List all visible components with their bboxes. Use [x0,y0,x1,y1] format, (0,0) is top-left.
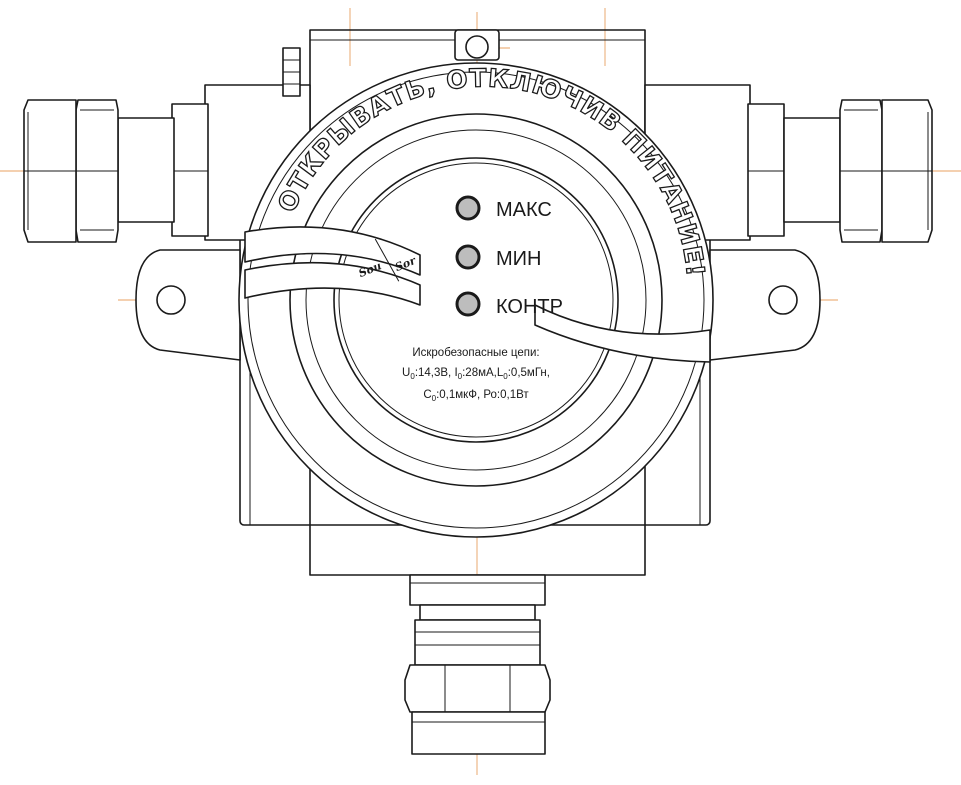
indicator-min: МИН [455,244,541,270]
mounting-ear-left [135,249,241,361]
top-fittings [282,29,500,97]
led-control-icon [455,291,481,317]
spec-line-3: C0:0,1мкФ, Ро:0,1Вт [423,389,529,403]
indicator-label: МАКС [496,199,552,221]
spec-line-2: U0:14,3В, I0:28мА,L0:0,5мГн, [402,367,550,381]
sensor-assembly [404,574,551,755]
mounting-ear-right [709,249,821,361]
led-min-icon [455,244,481,270]
spec-block: Искробезопасные цепи: U0:14,3В, I0:28мА,… [402,347,550,403]
spec-title: Искробезопасные цепи: [412,347,539,359]
indicator-label: МИН [496,248,541,270]
indicator-label: КОНТР [496,296,563,318]
indicator-max: МАКС [455,195,552,221]
indicator-control: КОНТР [455,291,563,318]
cover-lugs [244,226,711,363]
led-max-icon [455,195,481,221]
